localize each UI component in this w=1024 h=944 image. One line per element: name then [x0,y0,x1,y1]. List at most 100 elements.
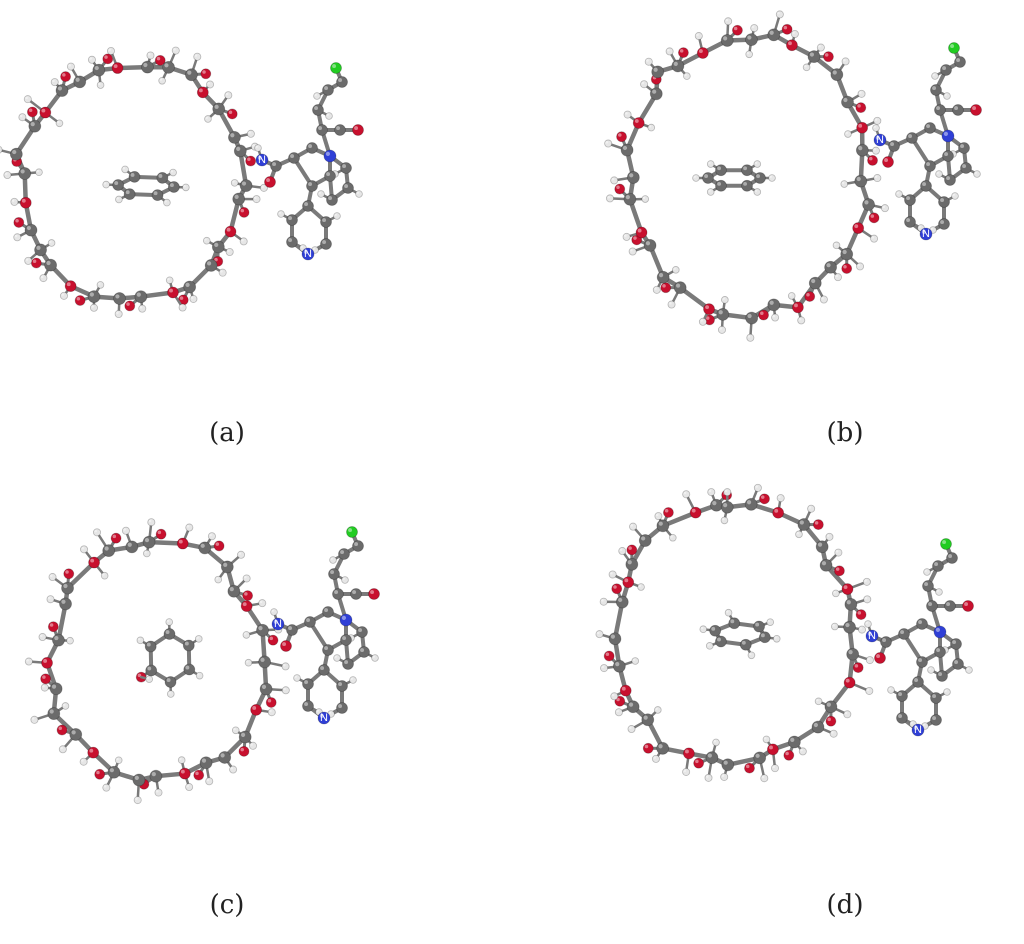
atom-highlight [169,288,173,293]
atom-highlight [705,305,710,310]
carbon-atom [896,712,908,724]
carbon-atom [922,580,934,592]
atom-highlight [228,110,233,114]
atom-highlight [148,519,152,523]
oxygen-atom [193,769,205,781]
hydrogen-atom [133,796,142,805]
atom-highlight [338,682,343,686]
hydrogen-atom [605,194,614,203]
hydrogen-atom [114,756,123,765]
atom-highlight [730,619,735,624]
atom-highlight [334,590,339,594]
hydrogen-atom [10,197,19,206]
oxygen-atom [678,47,689,59]
atom-highlight [63,583,68,589]
atom-highlight [774,508,779,513]
atom-highlight [308,144,313,148]
hydrogen-atom [121,526,130,535]
atom-highlight [754,189,758,192]
atom-highlight [170,183,174,187]
atom-highlight [633,236,637,240]
carbon-atom [641,713,655,727]
atom-highlight [61,599,66,604]
atom-highlight [76,296,81,301]
hydrogen-atom [0,146,3,154]
atom-highlight [96,770,100,775]
hydrogen-atom [951,192,959,200]
atom-highlight [167,277,170,281]
hydrogen-atom [760,774,769,783]
carbon-atom [199,756,213,770]
carbon-atom [702,172,714,184]
hydrogen-atom [171,46,180,55]
atom-highlight [873,148,876,151]
hydrogen-atom [943,688,951,696]
oxygen-atom [626,544,638,556]
hydrogen-atom [231,726,240,735]
atom-highlight [232,180,235,183]
hydrogen-atom [333,212,341,220]
hydrogen-atom [317,190,325,198]
oxygen-atom [26,106,38,118]
atom-highlight [136,292,141,297]
atom-highlight [260,657,265,662]
atom-highlight [922,182,926,186]
atom-highlight [859,627,862,630]
atom-highlight [954,106,958,110]
atom-highlight [874,118,878,121]
atom-highlight [90,558,95,563]
hydrogen-atom [281,686,290,695]
carbon-atom [623,192,637,206]
atom-highlight [871,236,875,239]
oxygen-atom [603,650,615,662]
atom-highlight [708,189,711,192]
atom-highlight [952,193,955,196]
carbon-atom [830,68,844,81]
carbon-atom [728,617,741,630]
hydrogen-atom [229,765,238,774]
atom-highlight [854,224,859,229]
atom-highlight [845,622,850,628]
hydrogen-atom [214,575,223,584]
carbon-atom [227,584,241,598]
atom-highlight [926,124,930,128]
hydrogen-atom [841,57,850,66]
atom-highlight [924,582,928,586]
atom-highlight [36,169,39,173]
oxygen-atom [200,68,212,80]
nitrogen-atom [865,629,879,643]
atom-highlight [832,70,837,75]
oxygen-atom [767,743,779,756]
atom-highlight [760,311,764,316]
carbon-atom [824,700,838,714]
atom-highlight [238,552,242,555]
carbon-atom [167,181,180,193]
hydrogen-atom [772,635,781,643]
atom-highlight [845,131,848,135]
oxygen-atom [882,156,894,168]
hydrogen-atom [704,773,713,782]
atom-highlight [209,533,212,537]
atom-highlight [946,176,950,180]
atom-highlight [31,717,35,720]
atom-highlight [910,721,913,724]
atom-highlight [625,112,628,115]
chlorine-atom [346,526,358,538]
hydrogen-atom [244,658,253,667]
atom-highlight [98,82,101,86]
atom-highlight [721,774,725,777]
carbon-atom [185,68,198,82]
atom-highlight [12,149,17,155]
atom-highlight [21,198,26,203]
atom-highlight [679,49,684,53]
oxygen-atom [13,217,25,228]
hydrogen-atom [50,78,59,87]
hydrogen-atom [114,310,123,319]
atom-highlight [312,247,315,250]
atom-highlight [843,265,847,269]
hydrogen-atom [721,296,729,304]
atom-highlight [824,53,829,57]
atom-highlight [890,142,894,146]
atom-highlight [619,548,623,552]
atom-highlight [202,70,206,74]
